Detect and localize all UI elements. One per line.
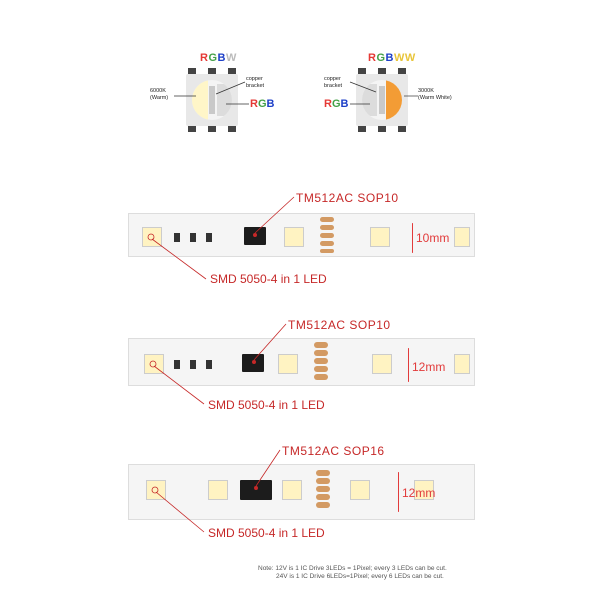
copper-bracket-label: copper bracket — [246, 76, 265, 89]
led-pin — [378, 68, 386, 74]
led-5050 — [284, 227, 304, 247]
rgbww-diagram: RGBWW copper bracket RGB 3000K (Warm Whi… — [320, 48, 460, 138]
led-5050 — [142, 227, 162, 247]
pointer-lines — [349, 81, 418, 105]
led-pin — [378, 126, 386, 132]
strip-section-1: TM512AC SOP10 10mm SMD 5050-4 in 1 LED — [128, 185, 475, 290]
led-5050 — [372, 354, 392, 374]
led-5050 — [370, 227, 390, 247]
cut-pads — [314, 342, 328, 382]
rgb-label: RGB — [324, 98, 349, 110]
note-line-2: 24V is 1 IC Drive 6LEDs=1Pixel; every 6 … — [276, 573, 444, 580]
callout-lines — [147, 196, 295, 280]
rgbww-title: RGBWW — [368, 52, 416, 64]
led-pin — [398, 68, 406, 74]
dimension-box — [412, 223, 413, 253]
resistor — [174, 233, 180, 242]
led-label: SMD 5050-4 in 1 LED — [208, 526, 325, 540]
dimension-box — [408, 348, 409, 382]
resistor — [190, 360, 196, 369]
resistor — [206, 360, 212, 369]
led-label: SMD 5050-4 in 1 LED — [208, 398, 325, 412]
led-5050 — [350, 480, 370, 500]
width-label: 12mm — [402, 486, 436, 500]
width-label: 12mm — [412, 360, 446, 374]
cut-pads — [320, 217, 334, 253]
led-pin — [398, 126, 406, 132]
led-5050 — [454, 227, 470, 247]
led-pin — [358, 68, 366, 74]
warm-label: 6000K (Warm) — [150, 88, 169, 101]
ic-label: TM512AC SOP10 — [296, 191, 399, 205]
ic-label: TM512AC SOP10 — [288, 318, 391, 332]
led-pin — [228, 126, 236, 132]
rgb-label: RGB — [250, 98, 275, 110]
resistor — [174, 360, 180, 369]
led-pin — [358, 126, 366, 132]
warm-white-label: 3000K (Warm White) — [418, 88, 452, 101]
rgbw-title: RGBW — [200, 52, 237, 64]
strip-section-2: TM512AC SOP10 12mm SMD 5050-4 in 1 LED — [128, 314, 475, 414]
led-pin — [208, 126, 216, 132]
led-label: SMD 5050-4 in 1 LED — [210, 272, 327, 286]
pointer-lines — [174, 81, 249, 105]
led-pin — [188, 126, 196, 132]
led-5050 — [144, 354, 164, 374]
dimension-box — [398, 472, 399, 512]
led-cup — [362, 80, 402, 120]
strip-section-3: TM512AC SOP16 12mm SMD 5050-4 in 1 LED — [128, 438, 475, 548]
led-5050 — [454, 354, 470, 374]
led-pin — [228, 68, 236, 74]
callout-lines — [149, 323, 287, 405]
copper-bracket-label: copper bracket — [324, 76, 343, 89]
led-pin — [188, 68, 196, 74]
cut-note: Note: 12V is 1 IC Drive 3LEDs = 1Pixel; … — [258, 565, 498, 581]
cut-pads — [316, 470, 330, 510]
resistor — [190, 233, 196, 242]
led-pin — [208, 68, 216, 74]
rgbw-diagram: RGBW 6000K (Warm) copper bracket RGB — [150, 48, 280, 138]
led-5050 — [278, 354, 298, 374]
led-5050 — [208, 480, 228, 500]
width-label: 10mm — [416, 231, 450, 245]
led-5050 — [414, 480, 434, 500]
note-line-1: Note: 12V is 1 IC Drive 3LEDs = 1Pixel; … — [258, 565, 447, 572]
led-cup — [192, 80, 232, 120]
led-5050 — [146, 480, 166, 500]
resistor — [206, 233, 212, 242]
callout-lines — [151, 449, 281, 533]
ic-label: TM512AC SOP16 — [282, 444, 385, 458]
led-strip — [128, 338, 475, 386]
led-5050 — [282, 480, 302, 500]
